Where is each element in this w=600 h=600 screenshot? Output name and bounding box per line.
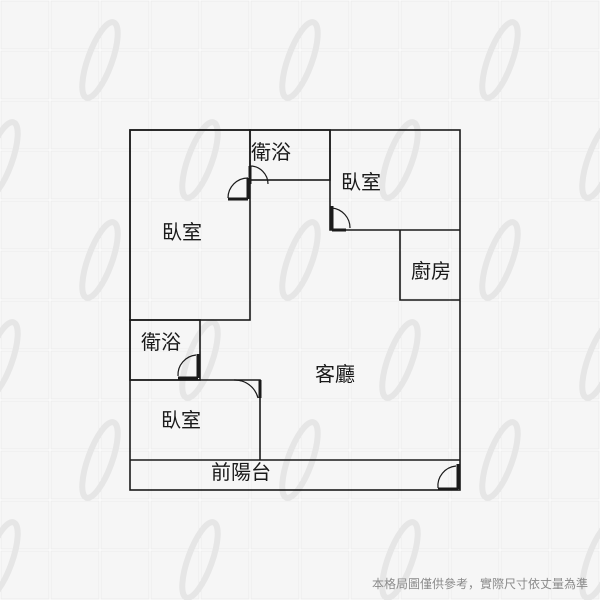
- room-label-bedroom-right: 臥室: [341, 170, 381, 194]
- door-bedroom-bottom: [233, 379, 262, 399]
- door-bathroom-left: [177, 354, 200, 380]
- door-bedroom-left: [227, 177, 250, 201]
- room-label-front-balcony: 前陽台: [211, 460, 271, 484]
- door-balcony: [437, 464, 460, 491]
- room-label-bedroom-bottom: 臥室: [161, 408, 201, 432]
- kitchen-walls: [399, 230, 460, 301]
- room-label-bathroom-top: 衛浴: [251, 140, 291, 164]
- watermark-pattern: [0, 19, 600, 600]
- room-label-kitchen: 廚房: [411, 259, 451, 283]
- room-label-living-room: 客廳: [315, 362, 355, 386]
- bedroom-right-walls: [329, 130, 460, 231]
- outer-wall: [129, 129, 461, 491]
- room-label-bedroom-left: 臥室: [162, 220, 202, 244]
- door-bedroom-right: [330, 206, 351, 232]
- door-bathroom-top: [248, 165, 269, 185]
- room-label-bathroom-left: 衛浴: [141, 330, 181, 354]
- disclaimer-text: 本格局圖僅供參考，實際尺寸依丈量為準: [371, 577, 588, 591]
